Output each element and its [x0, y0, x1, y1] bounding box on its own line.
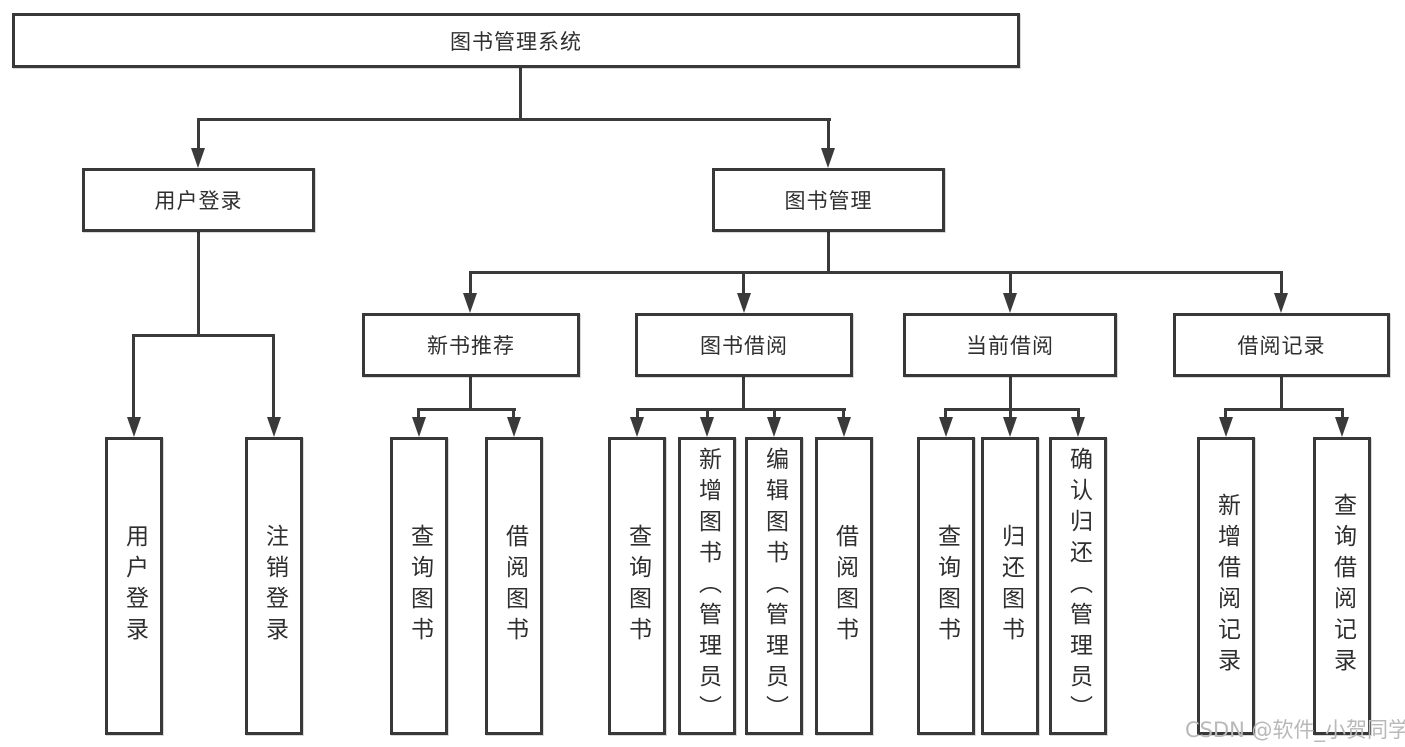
connector-line — [132, 334, 135, 419]
node-leaf-borrow-books: 借阅图书 — [815, 437, 873, 735]
node-current-borrowing: 当前借阅 — [903, 313, 1117, 377]
connector-line — [827, 118, 830, 152]
connector-line — [1009, 377, 1012, 410]
csdn-watermark: CSDN @软件_小贺同学 — [1185, 718, 1405, 742]
leaf-label: 查询图书 — [406, 524, 433, 648]
arrow-down-icon — [191, 148, 205, 168]
node-leaf-edit-book-admin: 编辑图书（管理员） — [745, 437, 803, 735]
connector-line — [519, 66, 522, 120]
arrow-down-icon — [1274, 293, 1288, 313]
node-leaf-query-books: 查询图书 — [917, 437, 975, 735]
node-new-book-recommend: 新书推荐 — [362, 313, 580, 377]
leaf-label: 查询图书 — [933, 524, 960, 648]
node-leaf-add-book-admin: 新增图书（管理员） — [678, 437, 736, 735]
connector-line — [944, 408, 1080, 411]
node-leaf-return-books: 归还图书 — [981, 437, 1039, 735]
arrow-down-icon — [463, 293, 477, 313]
leaf-label: 归还图书 — [997, 524, 1024, 648]
node-leaf-add-borrow-record: 新增借阅记录 — [1197, 437, 1255, 735]
connector-line — [1077, 408, 1080, 420]
node-user-login: 用户登录 — [82, 168, 315, 232]
leaf-label: 用户登录 — [121, 524, 148, 648]
connector-line — [742, 377, 745, 410]
connector-line — [636, 408, 846, 411]
node-root-system: 图书管理系统 — [12, 13, 1020, 68]
node-leaf-query-borrow-record: 查询借阅记录 — [1313, 437, 1371, 735]
arrow-down-icon — [767, 417, 781, 437]
arrow-down-icon — [1003, 417, 1017, 437]
node-leaf-user-login: 用户登录 — [105, 437, 163, 735]
connector-line — [1009, 271, 1012, 295]
leaf-label: 新增图书（管理员） — [694, 446, 721, 726]
node-leaf-confirm-return-admin: 确认归还（管理员） — [1049, 437, 1107, 735]
connector-line — [512, 408, 515, 420]
connector-line — [742, 271, 745, 295]
connector-line — [944, 408, 947, 420]
connector-line — [197, 118, 200, 152]
connector-line — [1009, 408, 1012, 420]
arrow-down-icon — [1335, 417, 1349, 437]
leaf-label: 借阅图书 — [831, 524, 858, 648]
connector-line — [132, 334, 275, 337]
connector-line — [417, 408, 420, 420]
connector-line — [1224, 408, 1227, 420]
node-leaf-query-books: 查询图书 — [390, 437, 448, 735]
node-leaf-query-books: 查询图书 — [608, 437, 666, 735]
node-leaf-borrow-books: 借阅图书 — [485, 437, 543, 735]
leaf-label: 借阅图书 — [501, 524, 528, 648]
leaf-label: 新增借阅记录 — [1213, 493, 1240, 679]
connector-line — [272, 334, 275, 419]
connector-line — [197, 232, 200, 336]
arrow-down-icon — [507, 417, 521, 437]
arrow-down-icon — [412, 417, 426, 437]
connector-line — [773, 408, 776, 420]
arrow-down-icon — [1003, 293, 1017, 313]
node-book-management: 图书管理 — [712, 168, 945, 232]
node-leaf-logout: 注销登录 — [245, 437, 303, 735]
connector-line — [469, 271, 1283, 274]
arrow-down-icon — [821, 148, 835, 168]
arrow-down-icon — [737, 293, 751, 313]
connector-line — [636, 408, 639, 420]
connector-line — [469, 377, 472, 410]
connector-line — [706, 408, 709, 420]
arrow-down-icon — [700, 417, 714, 437]
arrow-down-icon — [630, 417, 644, 437]
connector-line — [842, 408, 845, 420]
leaf-label: 编辑图书（管理员） — [761, 446, 788, 726]
arrow-down-icon — [127, 417, 141, 437]
leaf-label: 确认归还（管理员） — [1065, 446, 1092, 726]
connector-line — [1280, 271, 1283, 295]
connector-line — [1341, 408, 1344, 420]
arrow-down-icon — [837, 417, 851, 437]
leaf-label: 注销登录 — [261, 524, 288, 648]
connector-line — [827, 232, 830, 273]
connector-line — [197, 118, 831, 121]
arrow-down-icon — [939, 417, 953, 437]
connector-line — [1280, 377, 1283, 410]
leaf-label: 查询借阅记录 — [1329, 493, 1356, 679]
leaf-label: 查询图书 — [624, 524, 651, 648]
node-book-borrowing: 图书借阅 — [635, 313, 853, 377]
connector-line — [1224, 408, 1344, 411]
node-borrowing-records: 借阅记录 — [1173, 313, 1390, 377]
arrow-down-icon — [1071, 417, 1085, 437]
connector-line — [417, 408, 516, 411]
connector-line — [469, 271, 472, 295]
arrow-down-icon — [267, 417, 281, 437]
arrow-down-icon — [1219, 417, 1233, 437]
